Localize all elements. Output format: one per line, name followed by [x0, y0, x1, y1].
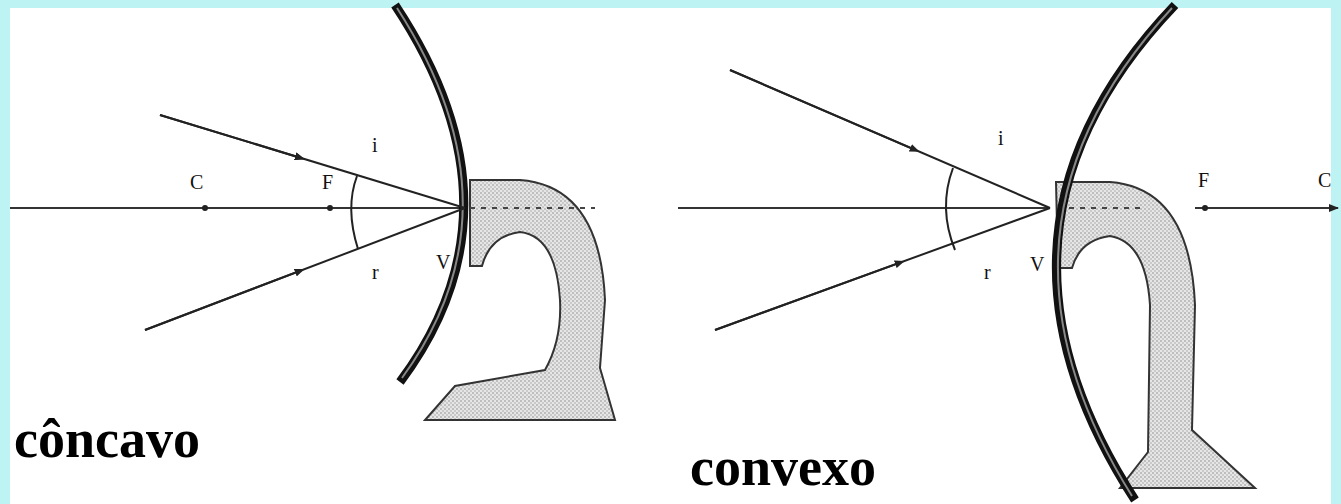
incidence-angle-label: i: [998, 128, 1004, 148]
focus-label: F: [322, 172, 333, 192]
reflection-angle-label: r: [372, 262, 379, 282]
vertex-label: V: [436, 252, 450, 272]
vertex-label: V: [1030, 254, 1044, 274]
page-ground: [10, 8, 1331, 504]
mirror-type-title: convexo: [690, 440, 876, 494]
reflection-angle-label: r: [984, 262, 991, 282]
center-label: C: [1318, 170, 1331, 190]
incidence-angle-label: i: [372, 135, 378, 155]
focus-label: F: [1198, 170, 1209, 190]
center-label: C: [190, 172, 203, 192]
mirror-type-title: côncavo: [14, 412, 200, 466]
